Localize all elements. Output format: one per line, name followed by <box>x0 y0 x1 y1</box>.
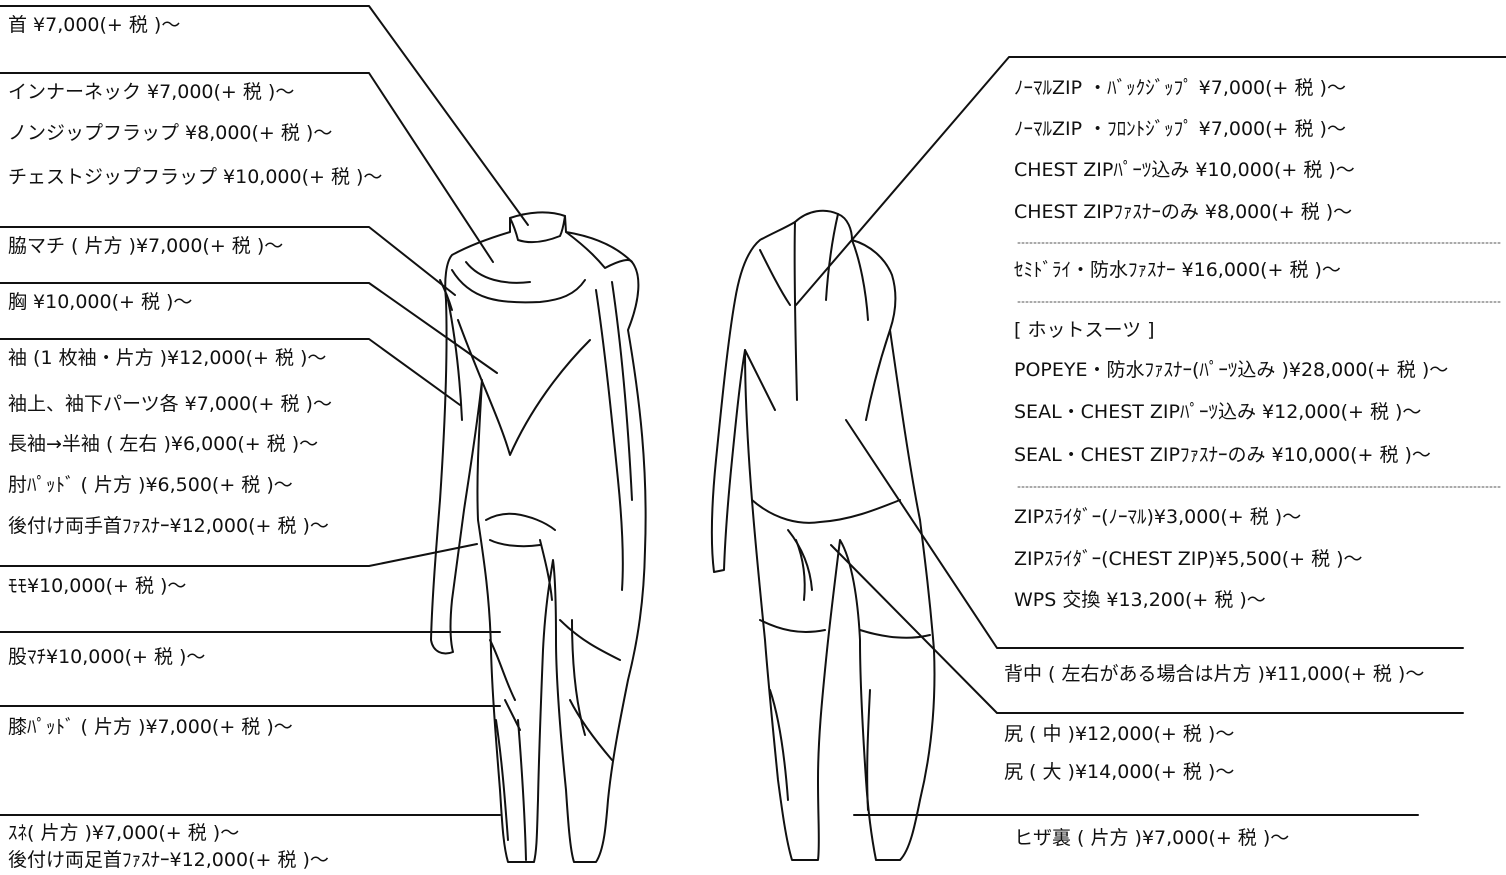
label-chest-zip-fastener: CHEST ZIPﾌｧｽﾅｰのみ ¥8,000(+ 税 )〜 <box>1014 201 1353 223</box>
leader-sleeve <box>0 338 461 406</box>
label-ankle-zipper: 後付け両足首ﾌｧｽﾅｰ¥12,000(+ 税 )〜 <box>8 849 329 871</box>
label-normal-zip-front: ﾉｰﾏﾙZIP ・ﾌﾛﾝﾄｼﾞｯﾌﾟ ¥7,000(+ 税 )〜 <box>1014 118 1346 140</box>
leader-inner-neck <box>0 72 494 263</box>
label-elbow-pad: 肘ﾊﾟｯﾄﾞ ( 片方 )¥6,500(+ 税 )〜 <box>8 474 293 496</box>
label-chest-zip-flap: チェストジップフラップ ¥10,000(+ 税 )〜 <box>8 166 383 188</box>
left-leader-lines <box>0 5 529 816</box>
label-normal-zip-back: ﾉｰﾏﾙZIP ・ﾊﾞｯｸｼﾞｯﾌﾟ ¥7,000(+ 税 )〜 <box>1014 77 1346 99</box>
label-sleeve-parts: 袖上、袖下パーツ各 ¥7,000(+ 税 )〜 <box>8 393 332 415</box>
label-long-to-short-sleeve: 長袖→半袖 ( 左右 )¥6,000(+ 税 )〜 <box>8 433 319 455</box>
label-semi-dry: ｾﾐﾄﾞﾗｲ・防水ﾌｧｽﾅｰ ¥16,000(+ 税 )〜 <box>1014 259 1341 281</box>
front-suit-outline <box>430 211 647 863</box>
leader-side-gusset <box>0 226 456 296</box>
label-crotch-gusset: 股ﾏﾁ¥10,000(+ 税 )〜 <box>8 646 206 668</box>
label-thigh: ﾓﾓ¥10,000(+ 税 )〜 <box>8 575 187 597</box>
right-dividers <box>1017 242 1503 488</box>
label-back: 背中 ( 左右がある場合は片方 )¥11,000(+ 税 )〜 <box>1004 663 1425 685</box>
front-wetsuit-illustration <box>430 211 647 863</box>
leader-neck <box>0 5 529 226</box>
label-shin: ｽﾈ( 片方 )¥7,000(+ 税 )〜 <box>8 822 240 844</box>
leader-back <box>845 419 1464 649</box>
label-seal-fastener: SEAL・CHEST ZIPﾌｧｽﾅｰのみ ¥10,000(+ 税 )〜 <box>1014 444 1431 466</box>
label-zip-slider-chest: ZIPｽﾗｲﾀﾞｰ(CHEST ZIP)¥5,500(+ 税 )〜 <box>1014 548 1363 570</box>
label-zip-slider-normal: ZIPｽﾗｲﾀﾞｰ(ﾉｰﾏﾙ)¥3,000(+ 税 )〜 <box>1014 506 1302 528</box>
label-chest: 胸 ¥10,000(+ 税 )〜 <box>8 291 193 313</box>
label-hot-suits-heading: [ ホットスーツ ] <box>1014 319 1155 341</box>
label-seal-parts: SEAL・CHEST ZIPﾊﾟｰﾂ込み ¥12,000(+ 税 )〜 <box>1014 401 1422 423</box>
label-wps-exchange: WPS 交換 ¥13,200(+ 税 )〜 <box>1014 589 1266 611</box>
label-popeye: POPEYE・防水ﾌｧｽﾅｰ(ﾊﾟｰﾂ込み )¥28,000(+ 税 )〜 <box>1014 359 1449 381</box>
label-seat-medium: 尻 ( 中 )¥12,000(+ 税 )〜 <box>1004 723 1235 745</box>
back-wetsuit-illustration <box>710 209 936 861</box>
leader-thigh <box>0 543 478 567</box>
right-leader-lines <box>795 56 1506 816</box>
label-seat-large: 尻 ( 大 )¥14,000(+ 税 )〜 <box>1004 761 1235 783</box>
leader-chest <box>0 282 498 374</box>
label-neck: 首 ¥7,000(+ 税 )〜 <box>8 14 181 36</box>
back-suit-outline <box>710 209 936 861</box>
label-wrist-zipper: 後付け両手首ﾌｧｽﾅｰ¥12,000(+ 税 )〜 <box>8 515 329 537</box>
label-sleeve: 袖 (1 枚袖・片方 )¥12,000(+ 税 )〜 <box>8 347 327 369</box>
leader-zip <box>795 56 1506 306</box>
label-knee-pad: 膝ﾊﾟｯﾄﾞ ( 片方 )¥7,000(+ 税 )〜 <box>8 716 293 738</box>
leader-seat <box>830 544 1464 714</box>
label-back-of-knee: ヒザ裏 ( 片方 )¥7,000(+ 税 )〜 <box>1014 827 1290 849</box>
label-inner-neck: インナーネック ¥7,000(+ 税 )〜 <box>8 81 295 103</box>
label-non-zip-flap: ノンジップフラップ ¥8,000(+ 税 )〜 <box>8 122 333 144</box>
label-chest-zip-parts: CHEST ZIPﾊﾟｰﾂ込み ¥10,000(+ 税 )〜 <box>1014 159 1355 181</box>
label-side-gusset: 脇マチ ( 片方 )¥7,000(+ 税 )〜 <box>8 235 284 257</box>
